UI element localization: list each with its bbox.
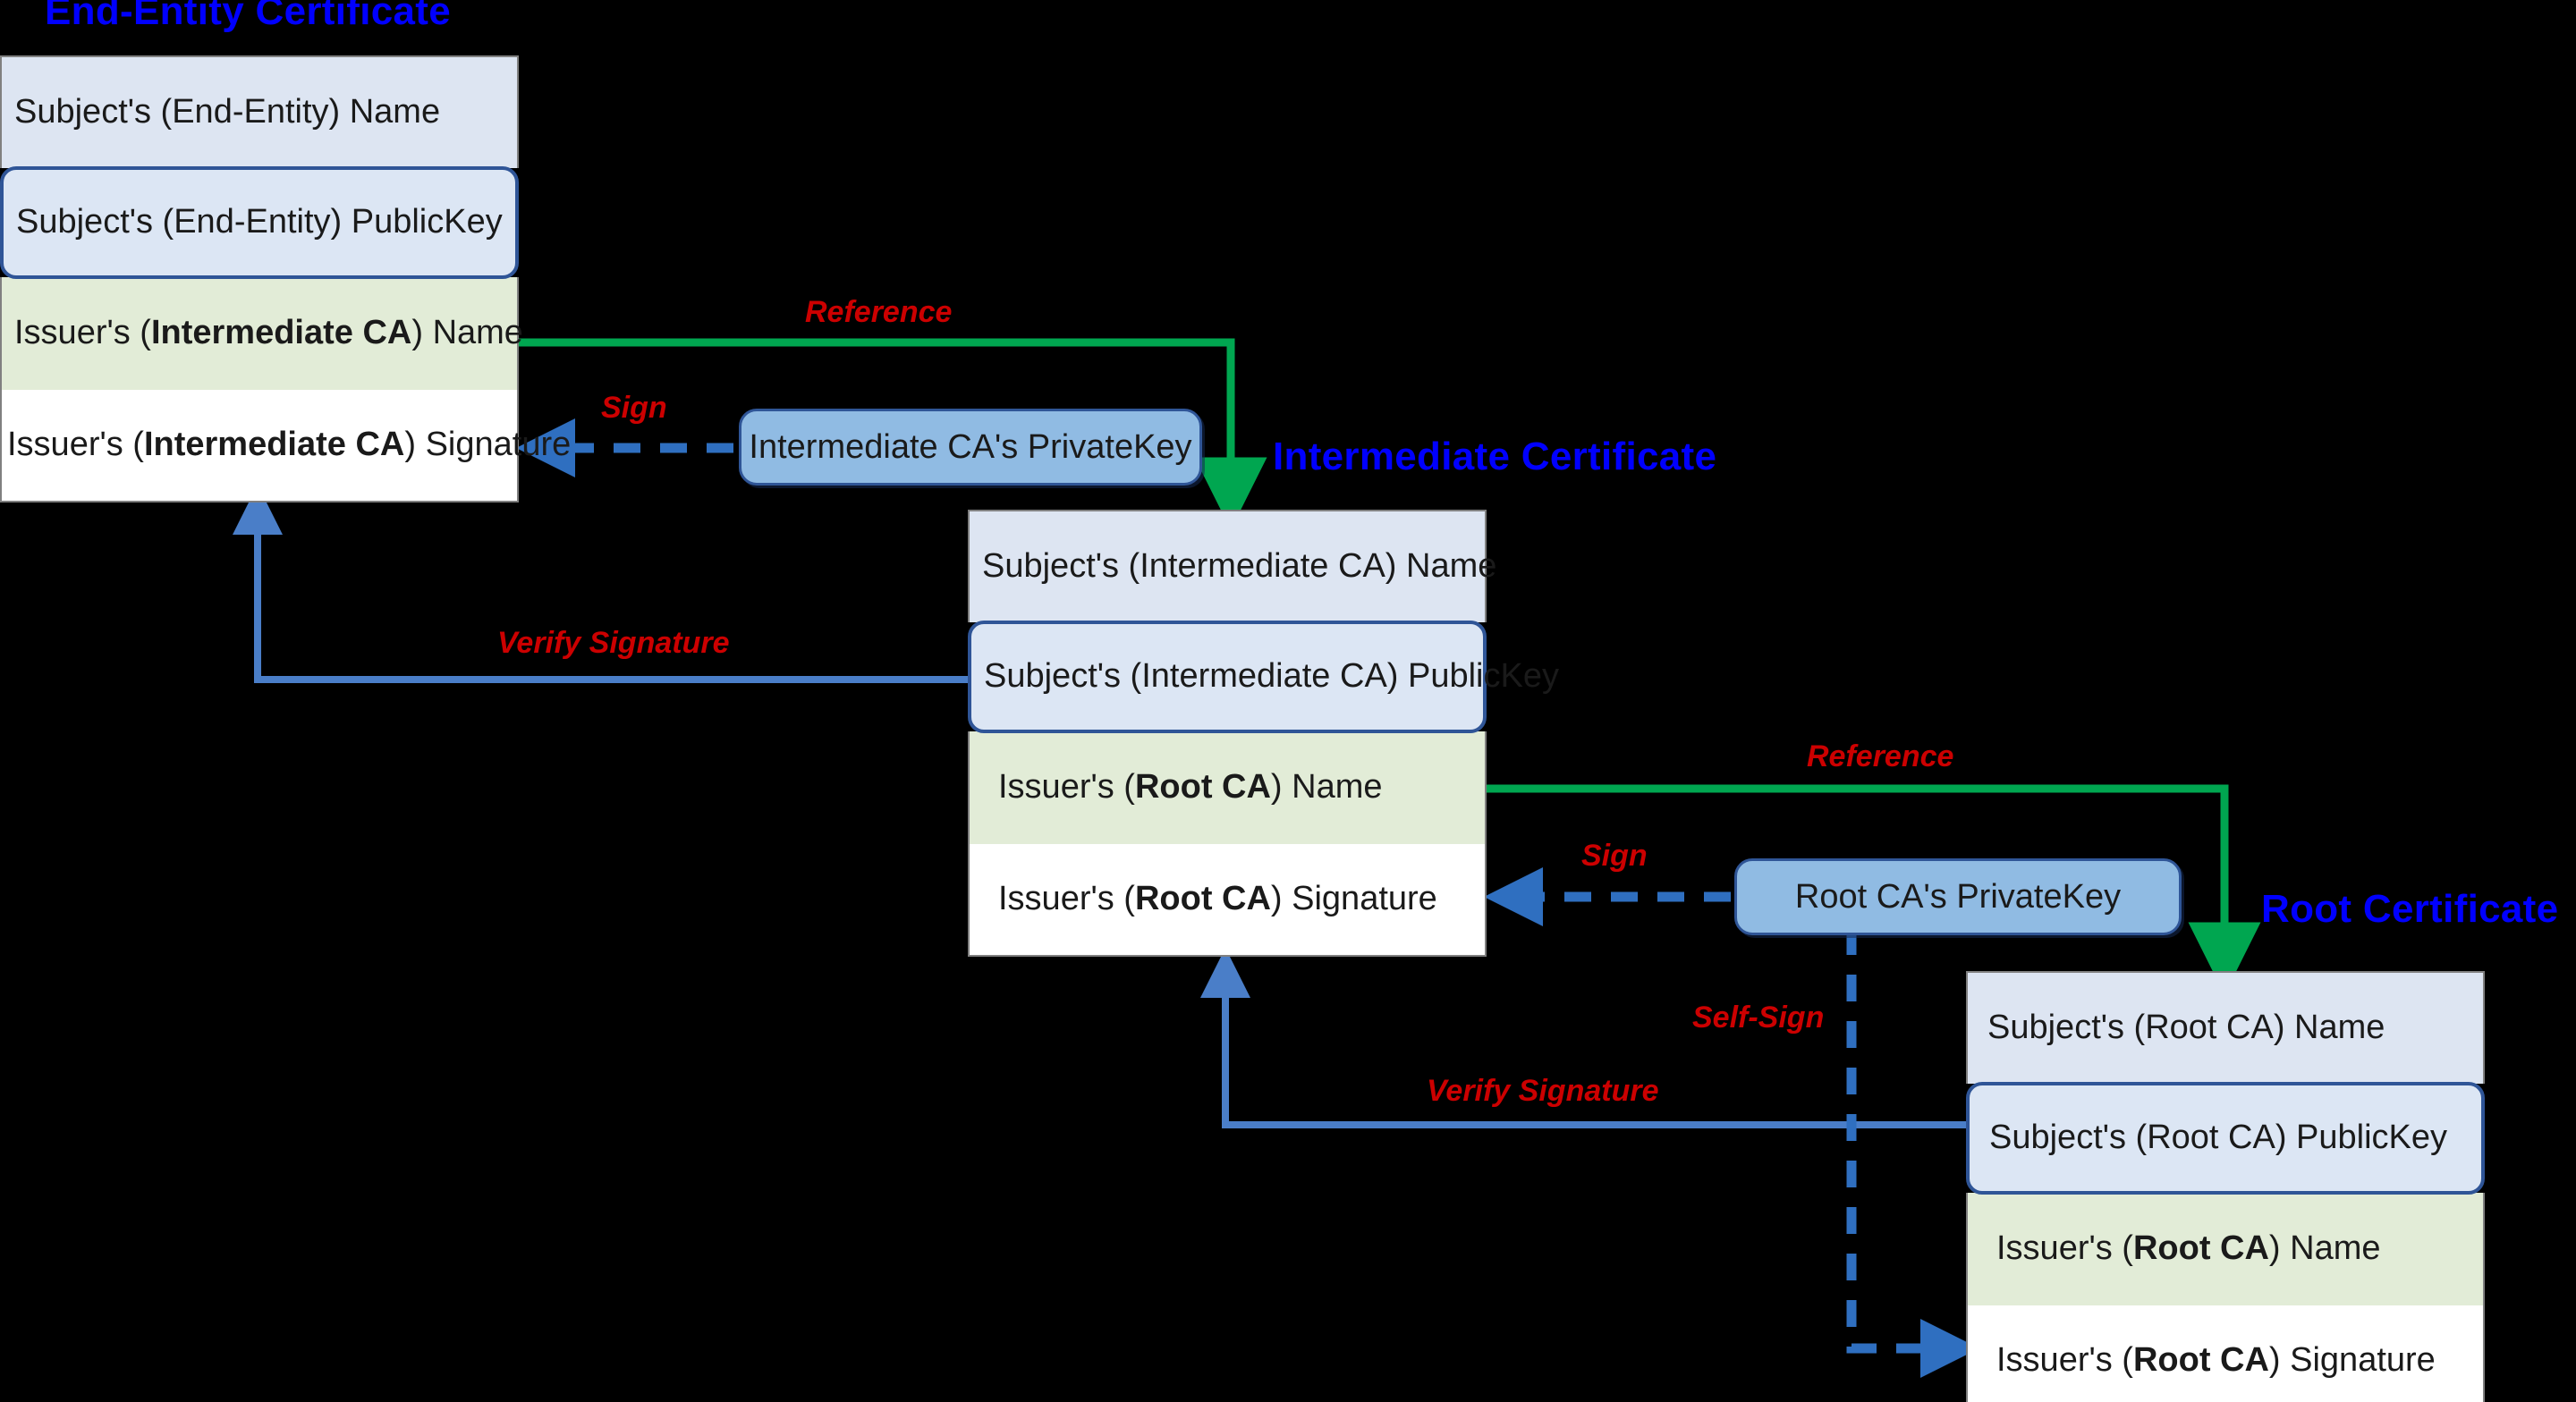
private-key-label: Intermediate CA's PrivateKey (749, 427, 1192, 466)
row-label-issuer-name: Issuer's (Root CA) Name (998, 768, 1383, 807)
edge-label-reference-ee: Reference (805, 295, 953, 329)
row-label-subject-name: Subject's (Root CA) Name (1987, 1009, 2385, 1047)
private-key-label: Root CA's PrivateKey (1794, 877, 2122, 916)
row-label-issuer-signature: Issuer's (Intermediate CA) Signature (7, 426, 572, 464)
row-label-subject-name: Subject's (Intermediate CA) Name (982, 547, 1497, 586)
row-subject-publickey-root: Subject's (Root CA) PublicKey (1966, 1082, 2485, 1195)
row-issuer-signature-root: Issuer's (Root CA) Signature (1966, 1305, 2485, 1402)
row-label-issuer-name: Issuer's (Root CA) Name (1996, 1229, 2381, 1268)
private-key-root-ca[interactable]: Root CA's PrivateKey (1734, 858, 2182, 935)
row-label-issuer-name: Issuer's (Intermediate CA) Name (14, 314, 523, 352)
edge-label-verify-signature-ee: Verify Signature (497, 626, 730, 660)
edge-label-verify-signature-intermediate: Verify Signature (1427, 1074, 1659, 1108)
row-label-subject-publickey: Subject's (End-Entity) PublicKey (16, 203, 503, 241)
edge-label-sign-root: Sign (1581, 839, 1648, 873)
row-issuer-signature-end-entity: Issuer's (Intermediate CA) Signature (0, 390, 571, 503)
cert-title-root: Root Certificate (2261, 887, 2559, 931)
row-label-subject-name: Subject's (End-Entity) Name (14, 93, 441, 131)
row-subject-name-end-entity: Subject's (End-Entity) Name (0, 55, 519, 168)
edge-label-reference-root: Reference (1807, 739, 1954, 773)
row-label-subject-publickey: Subject's (Root CA) PublicKey (1989, 1119, 2448, 1157)
edge-self-sign-root (1846, 928, 1979, 1378)
row-subject-publickey-intermediate: Subject's (Intermediate CA) PublicKey (968, 621, 1559, 733)
row-issuer-name-intermediate: Issuer's (Root CA) Name (968, 731, 1487, 844)
row-label-issuer-signature: Issuer's (Root CA) Signature (998, 880, 1437, 918)
private-key-intermediate-ca[interactable]: Intermediate CA's PrivateKey (739, 409, 1202, 486)
row-subject-name-root: Subject's (Root CA) Name (1966, 971, 2485, 1084)
row-subject-publickey-end-entity: Subject's (End-Entity) PublicKey (0, 166, 519, 279)
certificate-card-root: Subject's (Root CA) Name Subject's (Root… (1966, 971, 2485, 1402)
row-issuer-name-end-entity: Issuer's (Intermediate CA) Name (0, 277, 523, 390)
row-subject-name-intermediate: Subject's (Intermediate CA) Name (968, 510, 1496, 622)
cert-title-intermediate: Intermediate Certificate (1273, 435, 1717, 478)
row-label-issuer-signature: Issuer's (Root CA) Signature (1996, 1341, 2436, 1380)
row-issuer-name-root: Issuer's (Root CA) Name (1966, 1193, 2485, 1305)
certificate-card-intermediate: Subject's (Intermediate CA) Name Subject… (968, 510, 1559, 957)
edge-label-sign-intermediate: Sign (601, 391, 667, 425)
cert-title-end-entity: End-Entity Certificate (45, 0, 451, 33)
row-label-subject-publickey: Subject's (Intermediate CA) PublicKey (984, 657, 1559, 696)
certificate-card-end-entity: Subject's (End-Entity) Name Subject's (E… (0, 55, 571, 503)
edge-label-self-sign-root: Self-Sign (1692, 1001, 1825, 1035)
row-issuer-signature-intermediate: Issuer's (Root CA) Signature (968, 844, 1487, 957)
